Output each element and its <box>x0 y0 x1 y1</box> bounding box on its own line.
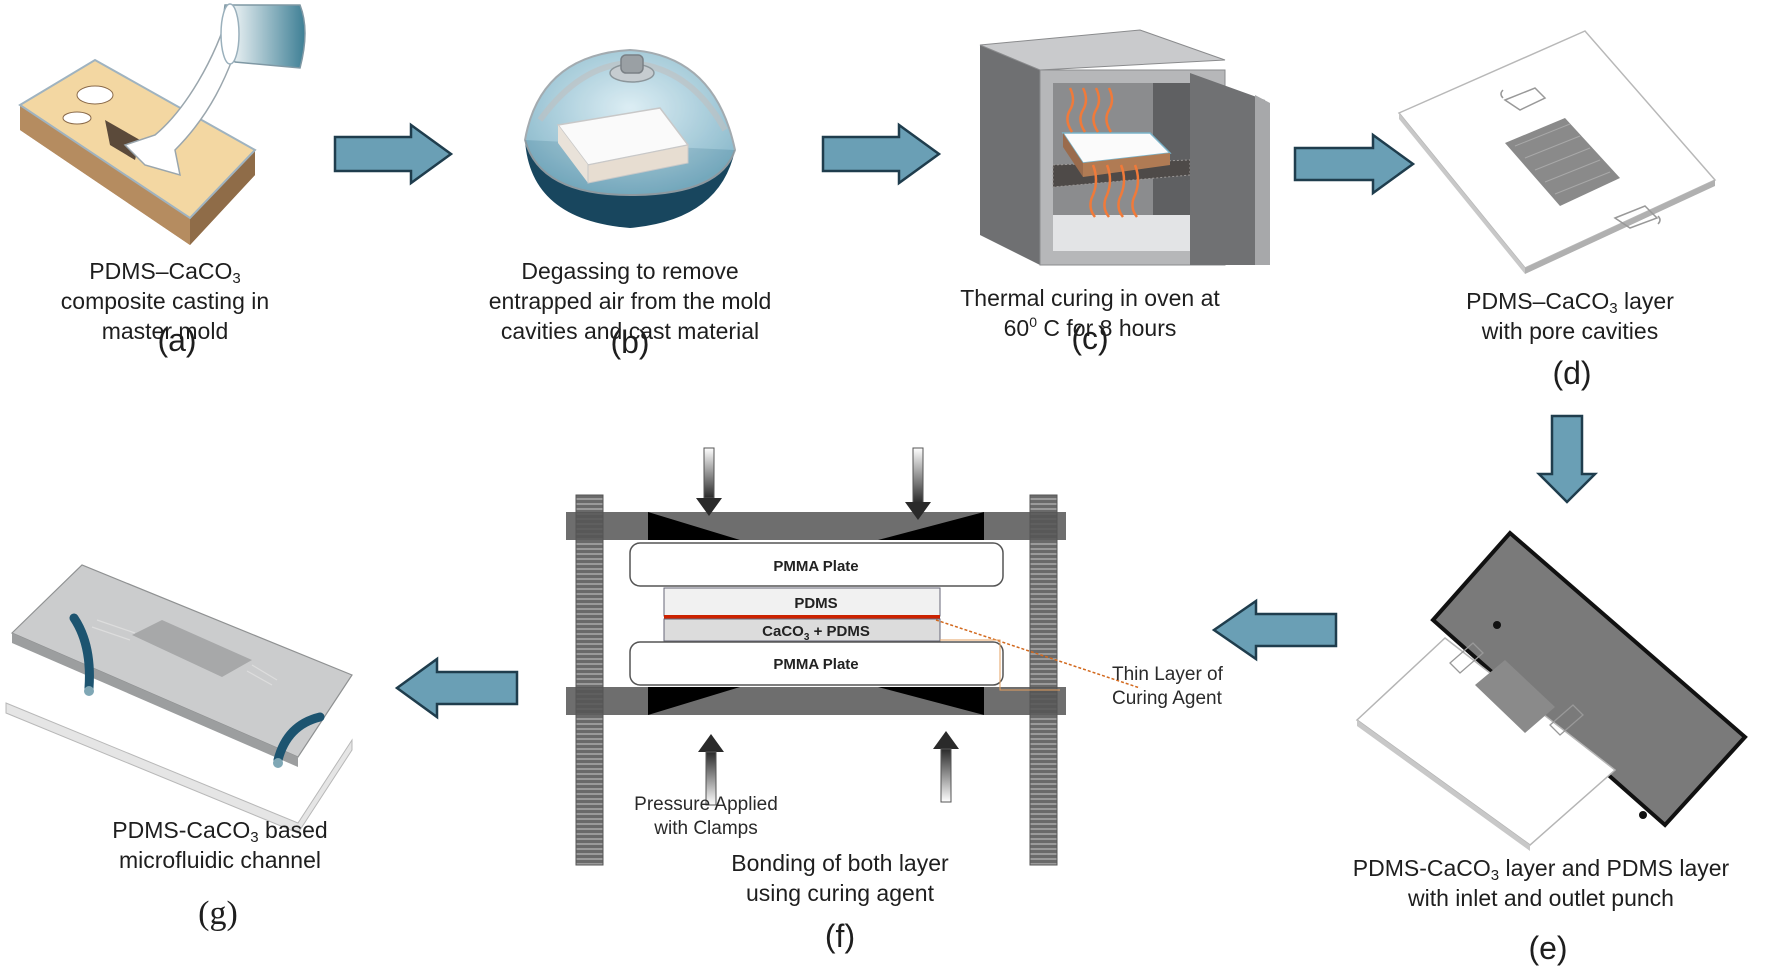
bonding-clamp-diagram: PMMA Plate PDMS CaCO3 + PDMS PMMA Plate <box>566 447 1141 866</box>
inlet-punch-hole <box>1493 621 1501 629</box>
inlet-tubing <box>69 613 94 693</box>
pressure-arrow-top-left <box>696 447 722 516</box>
pmma-plate-top-label: PMMA Plate <box>773 558 858 575</box>
panel-c-caption: Thermal curing in oven at 600 C for 8 ho… <box>960 285 1220 341</box>
clamp-top-bar <box>566 512 1066 540</box>
panel-d-label: (d) <box>1552 355 1592 391</box>
clamp-rod-left <box>575 494 604 866</box>
panel-c-label: (c) <box>1071 320 1109 356</box>
casting-mold-illustration <box>18 3 306 245</box>
flow-arrow-e-to-f <box>1211 598 1338 662</box>
flow-arrow-a-to-b <box>333 122 454 186</box>
flow-arrow-b-to-c <box>821 122 942 186</box>
pdms-layer-label: PDMS <box>794 595 837 612</box>
caco3-pdms-layer <box>663 618 941 642</box>
flow-arrow-c-to-d <box>1293 132 1416 196</box>
panel-g-caption: PDMS-CaCO3 based microfluidic channel <box>112 817 328 873</box>
pressure-arrow-bottom-right <box>933 731 959 803</box>
outlet-punch-hole <box>1639 811 1647 819</box>
panel-a-label: (a) <box>157 322 197 358</box>
curing-agent-annotation: Thin Layer of Curing Agent <box>1112 664 1223 709</box>
pmma-plate-top <box>629 542 1004 587</box>
panel-d-caption: PDMS–CaCO3 layer with pore cavities <box>1466 288 1674 344</box>
clamp-rod-right <box>1029 494 1058 866</box>
curing-agent-leader-line <box>935 619 1141 689</box>
pmma-plate-bottom-label: PMMA Plate <box>773 656 858 673</box>
pressure-arrow-bottom-left <box>698 734 724 806</box>
panel-e-label: (e) <box>1528 930 1568 966</box>
flow-arrow-f-to-g <box>394 656 519 720</box>
curing-oven-illustration <box>979 29 1270 266</box>
outlet-tubing <box>273 712 325 765</box>
panel-a-caption: PDMS–CaCO3 composite casting in master m… <box>60 258 270 344</box>
pressure-arrow-top-right <box>905 447 931 520</box>
clamp-bottom-bar <box>566 687 1066 715</box>
panel-e-caption: PDMS-CaCO3 layer and PDMS layer with inl… <box>1352 855 1730 911</box>
pdms-caco3-layer-illustration <box>1397 30 1717 274</box>
panel-b-label: (b) <box>610 324 650 360</box>
punched-layers-illustration <box>1355 530 1748 851</box>
panel-b-caption: Degassing to remove entrapped air from t… <box>488 258 772 344</box>
panel-f-caption: Bonding of both layer using curing agent <box>731 850 949 906</box>
caco3-pdms-layer-label: CaCO3 + PDMS <box>762 623 870 643</box>
panel-f-label: (f) <box>824 918 856 954</box>
curing-agent-layer <box>664 615 940 619</box>
pmma-plate-bottom <box>629 641 1004 686</box>
pressure-annotation: Pressure Applied with Clamps <box>634 794 778 839</box>
panel-g-label: (g) <box>198 895 238 932</box>
vacuum-desiccator-illustration <box>523 48 737 228</box>
flow-arrow-d-to-e <box>1535 414 1599 504</box>
microfluidic-chip-illustration <box>5 564 353 834</box>
